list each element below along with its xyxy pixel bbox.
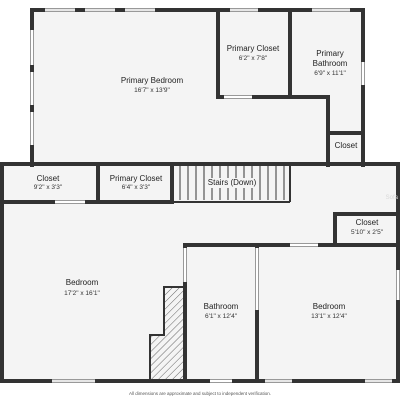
footnote: All dimensions are approximate and subje…: [128, 391, 272, 396]
watermark: Sofa: [385, 195, 398, 201]
room-name-primary-bathroom-line1: Primary: [316, 49, 344, 58]
room-name-closet-small: Closet: [334, 141, 358, 150]
room-name-closet-right: Closet: [355, 218, 379, 227]
room-name-bathroom: Bathroom: [203, 302, 239, 311]
room-dims-primary-closet-top: 6'2" x 7'8": [238, 55, 268, 62]
room-dims-primary-closet-mid: 6'4" x 3'3": [121, 184, 151, 191]
room-name-bedroom-right: Bedroom: [312, 302, 346, 311]
floor-area-bottom: [0, 163, 400, 383]
room-name-primary-closet-mid: Primary Closet: [109, 174, 163, 183]
room-dims-bedroom-right: 13'1" x 12'4": [311, 313, 347, 320]
room-dims-primary-bedroom: 16'7" x 13'9": [134, 87, 170, 94]
room-dims-closet-right: 5'10" x 2'5": [350, 229, 384, 236]
room-name-primary-bedroom: Primary Bedroom: [120, 76, 184, 85]
room-dims-bathroom: 6'1" x 12'4": [204, 313, 238, 320]
room-name-primary-bathroom-line2: Bathroom: [312, 59, 348, 68]
room-dims-primary-bathroom: 6'9" x 11'1": [314, 70, 346, 77]
room-name-bedroom-left: Bedroom: [65, 278, 99, 287]
room-name-closet-left: Closet: [36, 174, 60, 183]
room-name-stairs: Stairs (Down): [205, 178, 259, 188]
room-dims-bedroom-left: 17'2" x 16'1": [64, 290, 100, 297]
window-lines: [45, 9, 392, 382]
room-name-primary-closet-top: Primary Closet: [226, 44, 280, 53]
floor-area-top: [30, 10, 365, 165]
room-dims-closet-left: 9'2" x 3'3": [33, 184, 63, 191]
